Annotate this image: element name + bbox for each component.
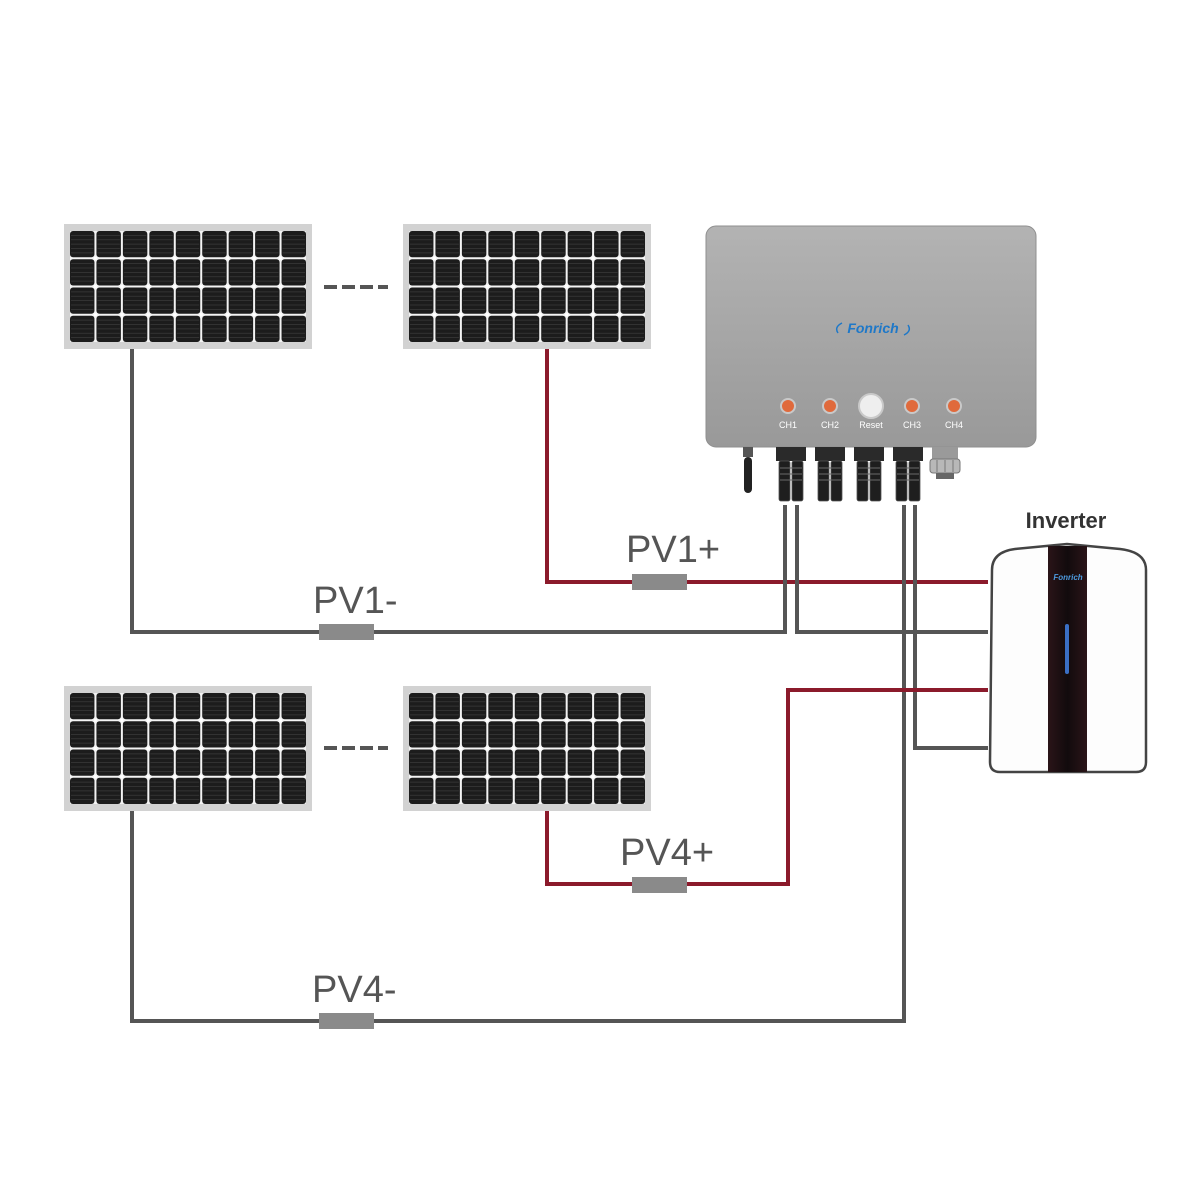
ch1-led-icon [780,398,796,414]
ch2-led-icon [822,398,838,414]
pv1-plus-label: PV1+ [626,529,720,571]
mc4-connector-2 [815,447,845,502]
wires [130,349,988,1023]
pv4-plus-connector [632,877,687,893]
ch2-label: CH2 [821,420,839,430]
reset-button[interactable] [858,393,884,419]
pv4-positive-wire [545,688,988,886]
ch4-led-icon [946,398,962,414]
inverter-status-light [1065,624,1069,674]
mc4-connector-4 [893,447,923,502]
device-brand-logo: Fonrich [847,320,898,336]
inline-connectors [319,574,687,1029]
device-logo-swoosh [835,322,911,336]
inverter: Inverter Fonrich [988,508,1148,774]
pv4-negative-wire [130,505,906,1023]
pv1-plus-connector [632,574,687,590]
pv1-negative-wire [130,349,787,634]
cable-gland-icon [929,447,961,479]
reset-label: Reset [859,420,883,430]
ch3-label: CH3 [903,420,921,430]
pv1-positive-wire [545,349,988,584]
ch1-label: CH1 [779,420,797,430]
ch3-led-icon [904,398,920,414]
wire-labels: PV1+ PV1- PV4+ PV4- [312,529,720,1011]
shutdown-device: Fonrich CH1 CH2 Reset CH3 CH4 [705,225,1037,502]
ch1-output-wire [795,505,988,634]
mc4-connector-3 [854,447,884,502]
solar-panel-bottom-left [64,686,312,811]
ch4-label: CH4 [945,420,963,430]
antenna-icon [743,447,753,493]
pv1-minus-connector [319,624,374,640]
solar-panel-top-left [64,224,312,349]
solar-panels [64,224,651,811]
inverter-title: Inverter [1026,508,1107,533]
mc4-connector-1 [776,447,806,502]
pv1-minus-label: PV1- [313,580,397,622]
inverter-brand-logo: Fonrich [1053,573,1082,582]
pv4-minus-label: PV4- [312,969,396,1011]
device-body [706,226,1036,447]
solar-panel-top-right [403,224,651,349]
solar-panel-bottom-right [403,686,651,811]
string-gaps [324,285,388,750]
pv4-minus-connector [319,1013,374,1029]
pv4-plus-label: PV4+ [620,832,714,874]
mc4-connectors [776,447,923,502]
ch3-output-wire [913,505,988,750]
